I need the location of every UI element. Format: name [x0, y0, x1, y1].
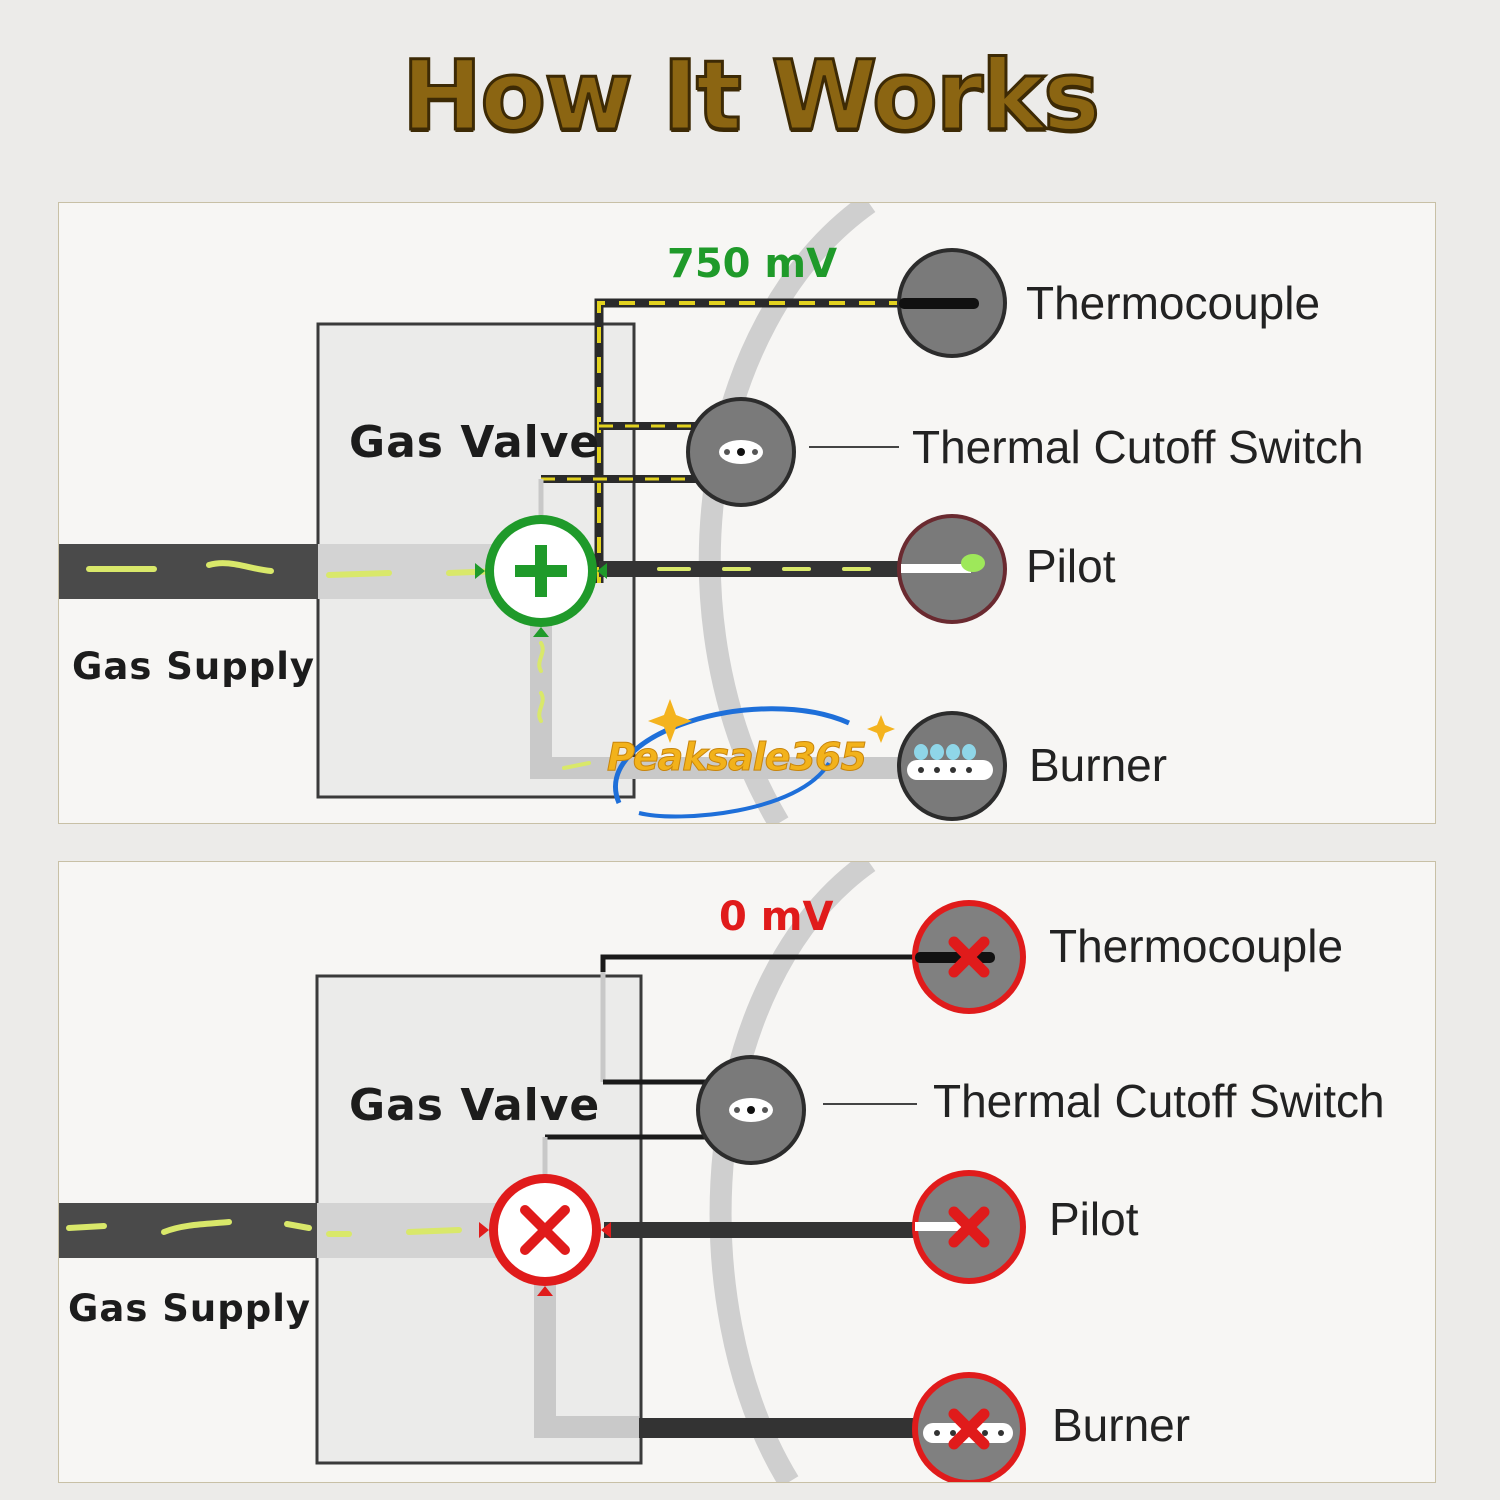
panel-working-state: 750 mV Gas Valve Gas Supply Thermocouple…	[58, 202, 1436, 824]
thermal-cutoff-switch-icon	[686, 397, 796, 507]
thermocouple-label: Thermocouple	[1026, 277, 1321, 329]
gas-supply-label: Gas Supply	[68, 1287, 312, 1330]
watermark-text: Peaksale365	[607, 735, 868, 780]
valve-status-x-icon	[479, 1174, 611, 1296]
pilot-line	[599, 561, 939, 577]
pilot-line	[604, 1222, 964, 1238]
failed-diagram	[59, 862, 1026, 1482]
thermal-cutoff-switch-icon	[696, 1055, 806, 1165]
thermocouple-icon	[897, 248, 1007, 358]
burner-label: Burner	[1052, 1399, 1191, 1451]
burner-failed-icon	[912, 1372, 1026, 1482]
panel-failed-state: 0 mV Gas Valve Gas Supply Thermocouple T…	[58, 861, 1436, 1483]
gas-valve-label: Gas Valve	[349, 417, 601, 468]
working-diagram	[59, 203, 1007, 823]
burner-supply-pipe	[534, 1282, 639, 1438]
valve-status-plus-icon	[475, 515, 607, 637]
burner-label: Burner	[1029, 739, 1168, 791]
voltage-label: 750 mV	[667, 241, 838, 287]
thermocouple-failed-icon	[912, 900, 1026, 1014]
pilot-label: Pilot	[1026, 540, 1116, 592]
pilot-label: Pilot	[1049, 1193, 1139, 1245]
gas-supply-pipe	[59, 1203, 317, 1258]
watermark-swoosh	[613, 699, 895, 819]
pilot-failed-icon	[912, 1170, 1026, 1284]
gas-supply-label: Gas Supply	[72, 645, 316, 688]
page-title: How It Works	[400, 39, 1101, 154]
voltage-label: 0 mV	[719, 894, 834, 940]
gas-valve-label: Gas Valve	[349, 1080, 601, 1131]
gas-flow-dashes	[66, 1219, 462, 1237]
pilot-icon	[897, 514, 1007, 624]
thermal-cutoff-switch-label: Thermal Cutoff Switch	[912, 421, 1364, 473]
burner-icon	[897, 711, 1007, 821]
background-arc	[698, 203, 876, 823]
thermocouple-label: Thermocouple	[1049, 920, 1344, 972]
thermal-cutoff-switch-label: Thermal Cutoff Switch	[933, 1075, 1385, 1127]
gas-flow-dashes	[86, 560, 502, 578]
